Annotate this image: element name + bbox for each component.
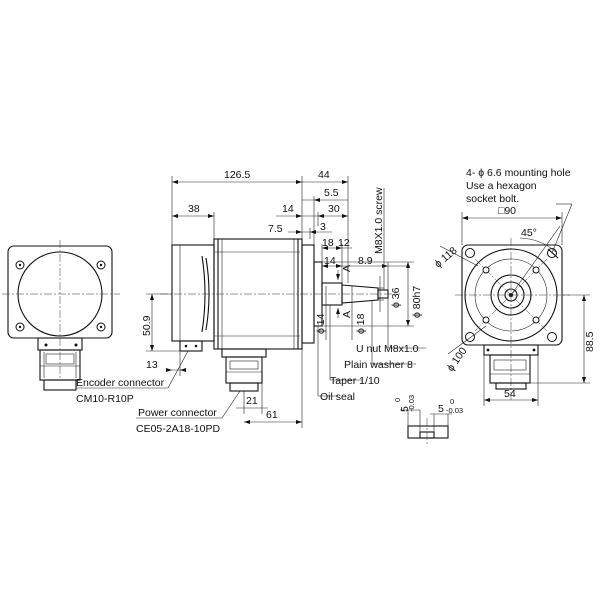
dim-21: 21 <box>246 395 258 407</box>
dim-126-5: 126.5 <box>224 169 250 181</box>
dim-61: 61 <box>266 409 278 421</box>
screw-callout: M8X1.0 screw <box>373 187 385 254</box>
key-height-5: 5 <box>438 403 444 415</box>
rear-end-view <box>2 240 120 391</box>
u-nut-callout: U nut M8x1.0 <box>356 343 419 355</box>
dim-diameter-18: ϕ 18 <box>355 313 367 334</box>
section-a-bottom: A <box>341 311 353 318</box>
power-connector-label: Power connector <box>138 407 217 419</box>
key-height-5-tol-lower: -0.03 <box>446 406 463 415</box>
key-section-detail <box>400 409 452 444</box>
dim-88-5: 88.5 <box>584 331 596 352</box>
section-a-top: A <box>341 265 353 272</box>
dim-diameter-100: ϕ 100 <box>445 345 470 374</box>
key-width-5-tol-upper: 0 <box>393 398 402 402</box>
callout-text: M8X1.0 screw 4- ϕ 6.6 mounting hole Use … <box>76 167 571 435</box>
key-width-5: 5 <box>399 406 411 412</box>
key-height-5-tol-upper: 0 <box>450 397 454 406</box>
dim-7-5: 7.5 <box>268 223 283 235</box>
key-width-5-tol-lower: -0.03 <box>407 395 416 412</box>
oil-seal-callout: Oil seal <box>320 391 355 403</box>
dim-14-top: 14 <box>282 203 294 215</box>
dim-12: 12 <box>338 237 350 249</box>
dim-3: 3 <box>320 221 326 233</box>
dimension-text: 126.5 44 5.5 38 14 30 7.5 3 18 12 14 8.9… <box>141 169 596 421</box>
dim-8-9: 8.9 <box>358 255 373 267</box>
dim-diameter-80h7: ϕ 80h7 <box>411 286 423 318</box>
dim-angle-45: 45° <box>521 227 537 239</box>
dim-44: 44 <box>318 169 330 181</box>
dim-diameter-36: ϕ 36 <box>390 287 402 308</box>
dim-diameter-14: ϕ 14 <box>315 313 327 334</box>
dim-13: 13 <box>146 359 158 371</box>
dim-square-90: □90 <box>498 205 516 217</box>
mounting-hole-callout-line3: socket bolt. <box>466 193 519 205</box>
dim-14-mid: 14 <box>324 255 336 267</box>
mounting-hole-callout-line2: Use a hexagon <box>466 180 537 192</box>
dim-54: 54 <box>504 388 516 400</box>
mounting-hole-callout-line1: 4- ϕ 6.6 mounting hole <box>466 167 571 179</box>
dim-50-9: 50.9 <box>141 315 153 336</box>
dim-5-5: 5.5 <box>324 187 339 199</box>
dim-30: 30 <box>328 203 340 215</box>
encoder-connector-label: Encoder connector <box>76 377 165 389</box>
encoder-connector-part: CM10-R10P <box>76 393 134 405</box>
dimension-lines <box>76 176 590 428</box>
power-connector-part: CE05-2A18-10PD <box>136 423 220 435</box>
dim-38: 38 <box>188 203 200 215</box>
washer-callout: Plain washer 8 <box>344 359 413 371</box>
front-flange-view <box>455 238 570 400</box>
dim-diameter-118: ϕ 118 <box>432 245 459 271</box>
dim-18: 18 <box>322 237 334 249</box>
taper-callout: Taper 1/10 <box>330 375 380 387</box>
side-view <box>160 238 400 392</box>
